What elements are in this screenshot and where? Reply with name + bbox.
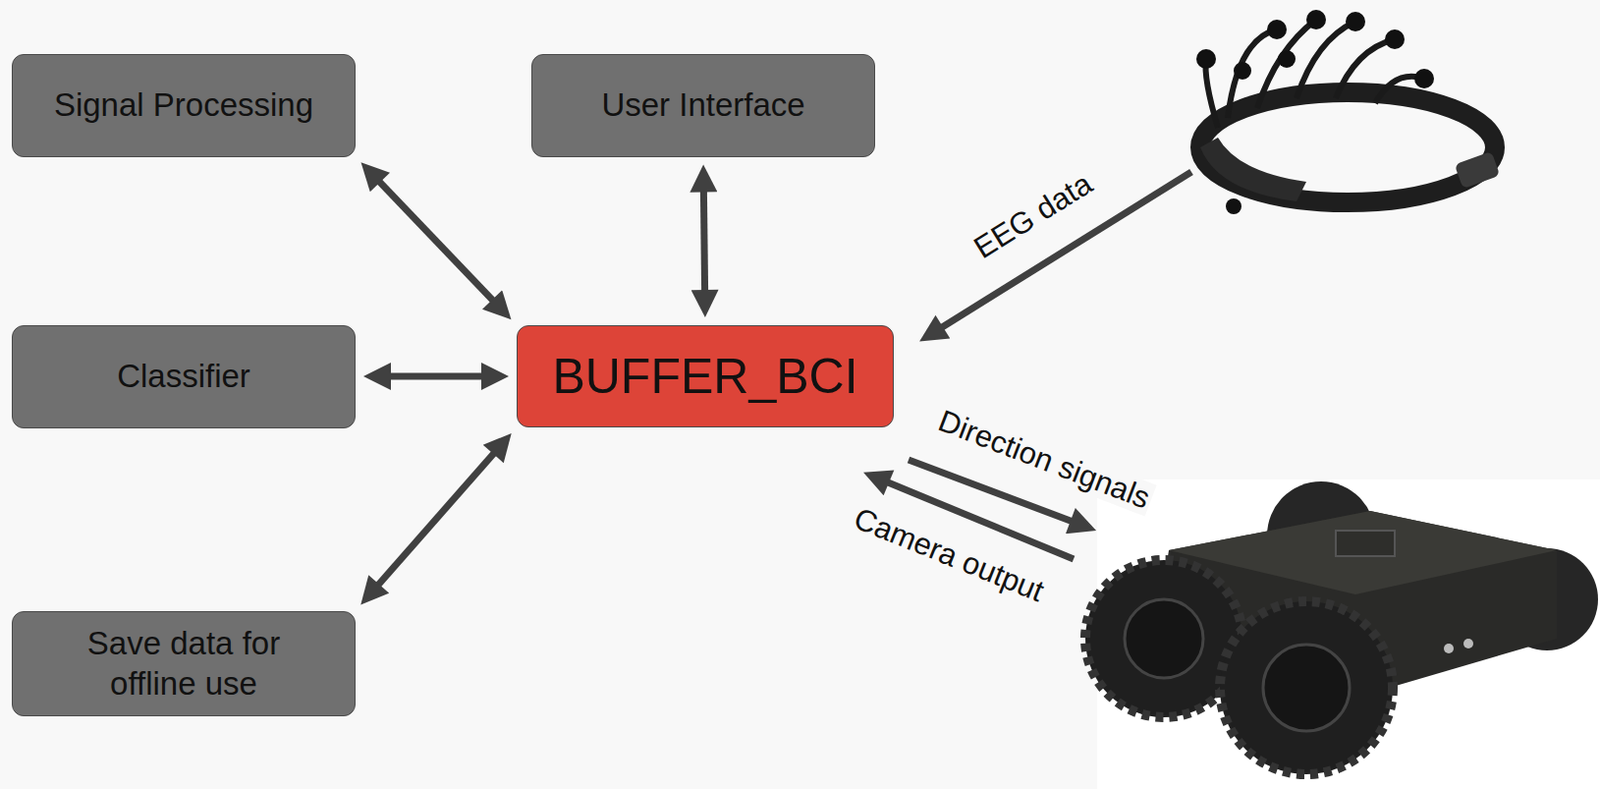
buffer-box: BUFFER_BCI [516, 325, 894, 428]
headset-module [1454, 151, 1500, 189]
node-label: Signal Processing [54, 84, 314, 125]
node-label: Save data for offline use [60, 622, 307, 705]
robot-photo-ground [1097, 479, 1600, 789]
process-box: Classifier [11, 325, 356, 429]
eeg-headset [1196, 9, 1500, 215]
headset-arms [1206, 19, 1426, 128]
connector-arrow [377, 373, 496, 381]
node-label: User Interface [601, 84, 805, 125]
signal-label: Direction signals [931, 402, 1158, 516]
process-box: Signal Processing [11, 54, 356, 158]
robot-vehicle [1085, 479, 1600, 789]
process-box: Save data for offline use [11, 610, 356, 717]
robot-hatch [1335, 530, 1395, 556]
robot-hub [1263, 644, 1350, 731]
signal-label: Camera output [846, 500, 1051, 610]
robot-port [1463, 638, 1474, 649]
headset-sensors [1196, 9, 1435, 215]
connector-arrow [370, 171, 502, 310]
robot-top [1168, 510, 1557, 595]
connector-arrow [370, 443, 503, 595]
headset-front [1200, 137, 1307, 202]
process-box: User Interface [531, 54, 876, 158]
signal-label: EEG data [965, 165, 1101, 267]
robot-port [1443, 643, 1454, 654]
connector-arrow [703, 177, 705, 304]
node-label: BUFFER_BCI [551, 345, 858, 408]
headset-band [1200, 92, 1495, 203]
robot-hub [1124, 599, 1204, 678]
node-label: Classifier [116, 355, 251, 396]
robot-tire [1219, 601, 1393, 774]
